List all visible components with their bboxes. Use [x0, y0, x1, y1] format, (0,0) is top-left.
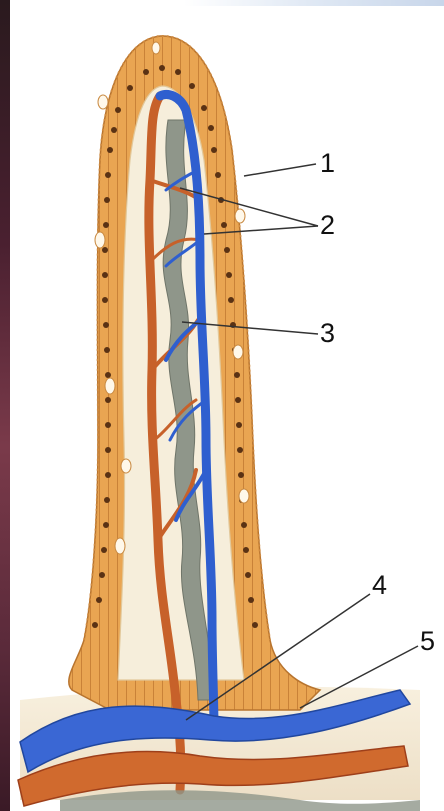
- leader-line-1: [244, 164, 316, 176]
- label-3: 3: [320, 320, 335, 347]
- label-1: 1: [320, 150, 335, 177]
- label-2: 2: [320, 212, 335, 239]
- label-5: 5: [420, 628, 435, 655]
- label-4: 4: [372, 572, 387, 599]
